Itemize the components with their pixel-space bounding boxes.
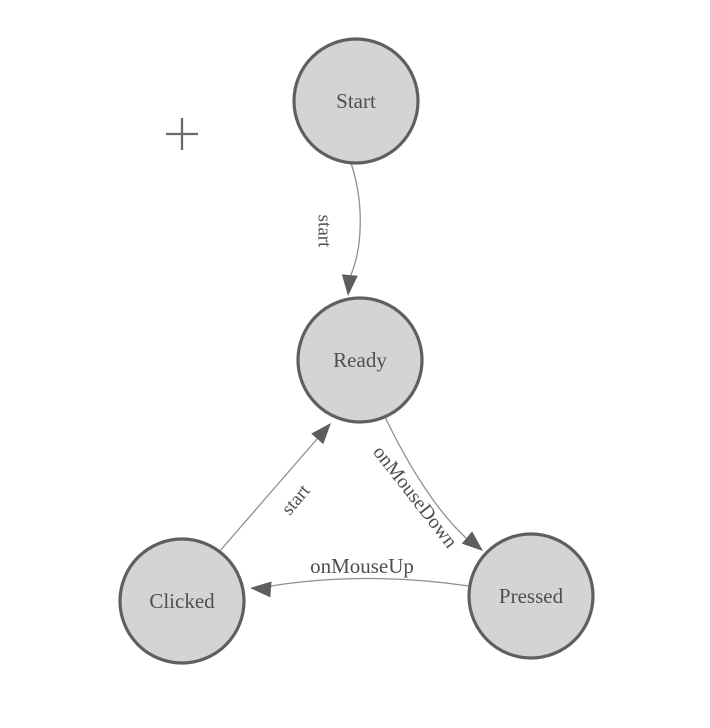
- edge-ready-to-pressed-arrowhead-icon: [461, 531, 483, 551]
- edge-start-to-ready-line[interactable]: [349, 162, 361, 278]
- state-node-start[interactable]: Start: [292, 37, 420, 165]
- edge-start-to-ready-arrowhead-icon: [341, 274, 358, 296]
- edge-start-to-ready[interactable]: start: [314, 162, 361, 296]
- state-node-ready-label: Ready: [333, 348, 387, 372]
- state-node-ready[interactable]: Ready: [296, 296, 424, 424]
- edge-pressed-to-clicked-line[interactable]: [270, 577, 470, 587]
- edge-clicked-to-ready[interactable]: start: [218, 423, 331, 553]
- state-node-start-label: Start: [336, 89, 376, 113]
- state-node-pressed-circle[interactable]: [467, 532, 595, 660]
- edge-ready-to-pressed-label: onMouseDown: [368, 442, 461, 553]
- state-node-pressed-label: Pressed: [499, 584, 564, 608]
- edge-clicked-to-ready-line[interactable]: [218, 438, 318, 553]
- edge-clicked-to-ready-arrowhead-icon: [311, 423, 331, 445]
- state-node-start-circle[interactable]: [292, 37, 420, 165]
- state-node-clicked-circle[interactable]: [118, 537, 246, 665]
- state-node-pressed[interactable]: Pressed: [467, 532, 595, 660]
- state-node-clicked[interactable]: Clicked: [118, 537, 246, 665]
- state-node-clicked-label: Clicked: [149, 589, 215, 613]
- edge-pressed-to-clicked-arrowhead-icon: [250, 581, 272, 598]
- edge-pressed-to-clicked-label: onMouseUp: [310, 554, 414, 578]
- origin-cross-icon: [166, 118, 198, 150]
- edge-start-to-ready-label: start: [314, 215, 335, 248]
- edge-clicked-to-ready-label: start: [277, 480, 315, 519]
- edge-pressed-to-clicked[interactable]: onMouseUp: [250, 554, 470, 598]
- state-node-ready-circle[interactable]: [296, 296, 424, 424]
- edge-ready-to-pressed[interactable]: onMouseDown: [368, 416, 483, 553]
- edge-ready-to-pressed-line[interactable]: [384, 416, 468, 540]
